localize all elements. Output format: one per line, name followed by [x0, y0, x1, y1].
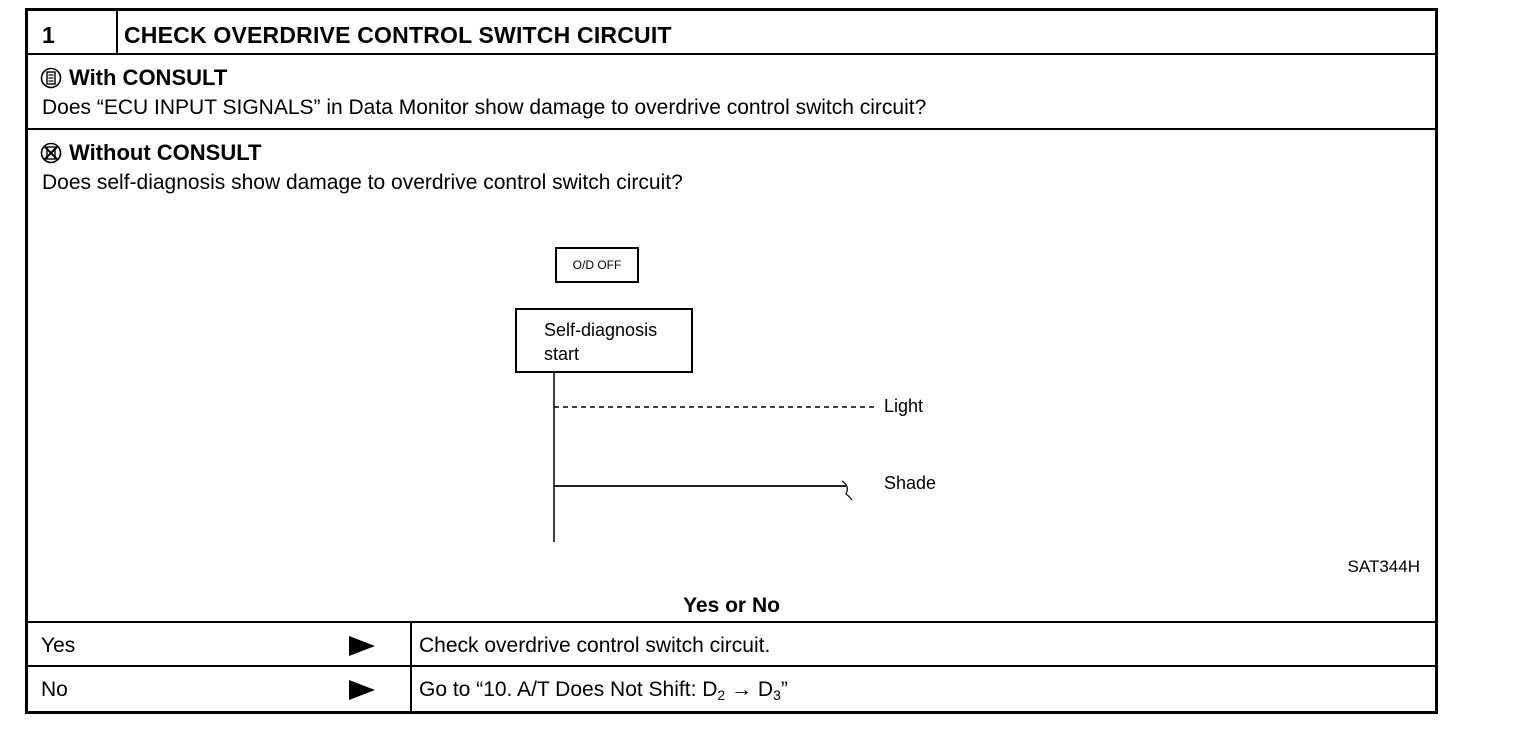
with-consult-section: With CONSULT Does “ECU INPUT SIGNALS” in…	[28, 55, 1435, 130]
without-consult-heading: Without CONSULT	[40, 140, 261, 166]
subscript-2: 2	[717, 687, 726, 703]
without-consult-section: Without CONSULT Does self-diagnosis show…	[28, 130, 1435, 623]
without-consult-question: Does self-diagnosis show damage to overd…	[42, 171, 683, 194]
no-consult-icon	[40, 142, 62, 164]
od-off-indicator: O/D OFF	[555, 247, 639, 283]
answer-yes-action: Check overdrive control switch circuit.	[419, 634, 771, 657]
answer-no-action: Go to “10. A/T Does Not Shift: D2 → D3”	[419, 678, 788, 703]
answer-yes-label: Yes	[41, 634, 76, 657]
consult-icon	[40, 67, 62, 89]
step-title: CHECK OVERDRIVE CONTROL SWITCH CIRCUIT	[124, 22, 672, 48]
answer-divider	[410, 623, 412, 665]
arrow-right-icon	[349, 680, 375, 700]
self-diagnosis-start-box: Self-diagnosis start	[515, 308, 693, 373]
light-label: Light	[884, 396, 924, 416]
without-consult-label: Without CONSULT	[69, 140, 262, 165]
answer-no-label: No	[41, 678, 68, 701]
with-consult-question: Does “ECU INPUT SIGNALS” in Data Monitor…	[42, 96, 927, 119]
answer-no-arrow: → D	[725, 678, 774, 701]
answer-divider	[410, 667, 412, 711]
subscript-3: 3	[773, 687, 781, 703]
self-diagnosis-diagram	[553, 373, 874, 542]
self-diagnosis-line1: Self-diagnosis	[544, 320, 658, 340]
answer-row-no: No Go to “10. A/T Does Not Shift: D2 → D…	[28, 667, 1435, 711]
arrow-right-icon	[349, 636, 375, 656]
with-consult-label: With CONSULT	[69, 65, 228, 90]
answer-row-yes: Yes Check overdrive control switch circu…	[28, 623, 1435, 667]
shade-line-end	[841, 480, 853, 501]
step-number: 1	[42, 22, 55, 48]
answer-no-prefix: Go to “10. A/T Does Not Shift: D	[419, 678, 718, 701]
header-divider	[116, 11, 118, 53]
answer-no-suffix: ”	[780, 678, 788, 701]
procedure-table: 1 CHECK OVERDRIVE CONTROL SWITCH CIRCUIT…	[25, 8, 1438, 714]
self-diagnosis-line2: start	[544, 344, 580, 364]
shade-label: Shade	[884, 473, 937, 493]
with-consult-heading: With CONSULT	[40, 65, 227, 91]
decision-heading: Yes or No	[683, 594, 780, 617]
header-row: 1 CHECK OVERDRIVE CONTROL SWITCH CIRCUIT	[28, 11, 1435, 55]
figure-code: SAT344H	[1347, 557, 1420, 576]
